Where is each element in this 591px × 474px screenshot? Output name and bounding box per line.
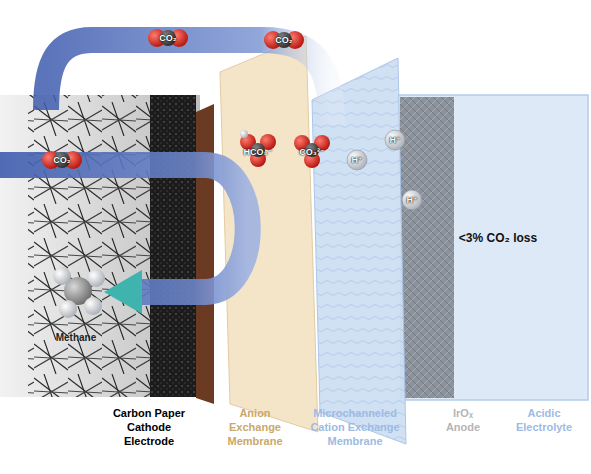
molecule-label: CO₂ xyxy=(159,33,177,43)
irox-anode xyxy=(400,97,454,398)
bicarbonate-ion xyxy=(240,130,276,167)
layer-name: Anion Exchange Membrane xyxy=(222,406,288,448)
cem-label: Microchanneled Cation Exchange Membrane xyxy=(305,406,405,448)
molecule-label: CO₂ xyxy=(53,155,71,165)
co2-molecule xyxy=(148,29,188,47)
catalyst-layer xyxy=(196,104,214,404)
cathode-label: Carbon Paper Cathode Electrode xyxy=(103,406,195,448)
carbon-fibers xyxy=(28,95,158,397)
electrolyte-label: Acidic Electrolyte xyxy=(508,406,580,434)
ion-label: HCO₃⁻ xyxy=(244,147,273,157)
molecule-label: CO₂ xyxy=(275,35,293,45)
annotation-note: <3% CO₂ loss xyxy=(459,231,537,245)
ion-label: H⁺ xyxy=(351,155,362,165)
layer-name: Carbon Paper Cathode Electrode xyxy=(103,406,195,448)
microporous-layer xyxy=(150,95,196,397)
product-label: Methane xyxy=(56,332,97,343)
layer-name: Acidic Electrolyte xyxy=(508,406,580,434)
proton xyxy=(402,190,422,210)
ion-label: H⁺ xyxy=(389,135,400,145)
cathode-block xyxy=(0,95,200,397)
layer-name: Microchanneled Cation Exchange Membrane xyxy=(305,406,405,448)
co2-molecule xyxy=(42,151,82,169)
aem-label: Anion Exchange Membrane xyxy=(222,406,288,448)
ion-label: H⁺ xyxy=(406,195,417,205)
co2-crossover-band xyxy=(46,40,332,125)
co2-molecule xyxy=(264,31,304,49)
anode-label: IrOₓ Anode xyxy=(440,406,486,434)
electrolyte-box xyxy=(398,95,588,400)
proton xyxy=(347,150,367,170)
product-arrowhead xyxy=(104,270,142,314)
layer-name: IrOₓ Anode xyxy=(440,406,486,434)
ion-label: CO₃²⁻ xyxy=(299,147,324,157)
co2-feed-band xyxy=(0,165,248,292)
carbonate-ion xyxy=(294,135,330,168)
methane-molecule xyxy=(53,267,105,318)
proton xyxy=(385,130,405,150)
